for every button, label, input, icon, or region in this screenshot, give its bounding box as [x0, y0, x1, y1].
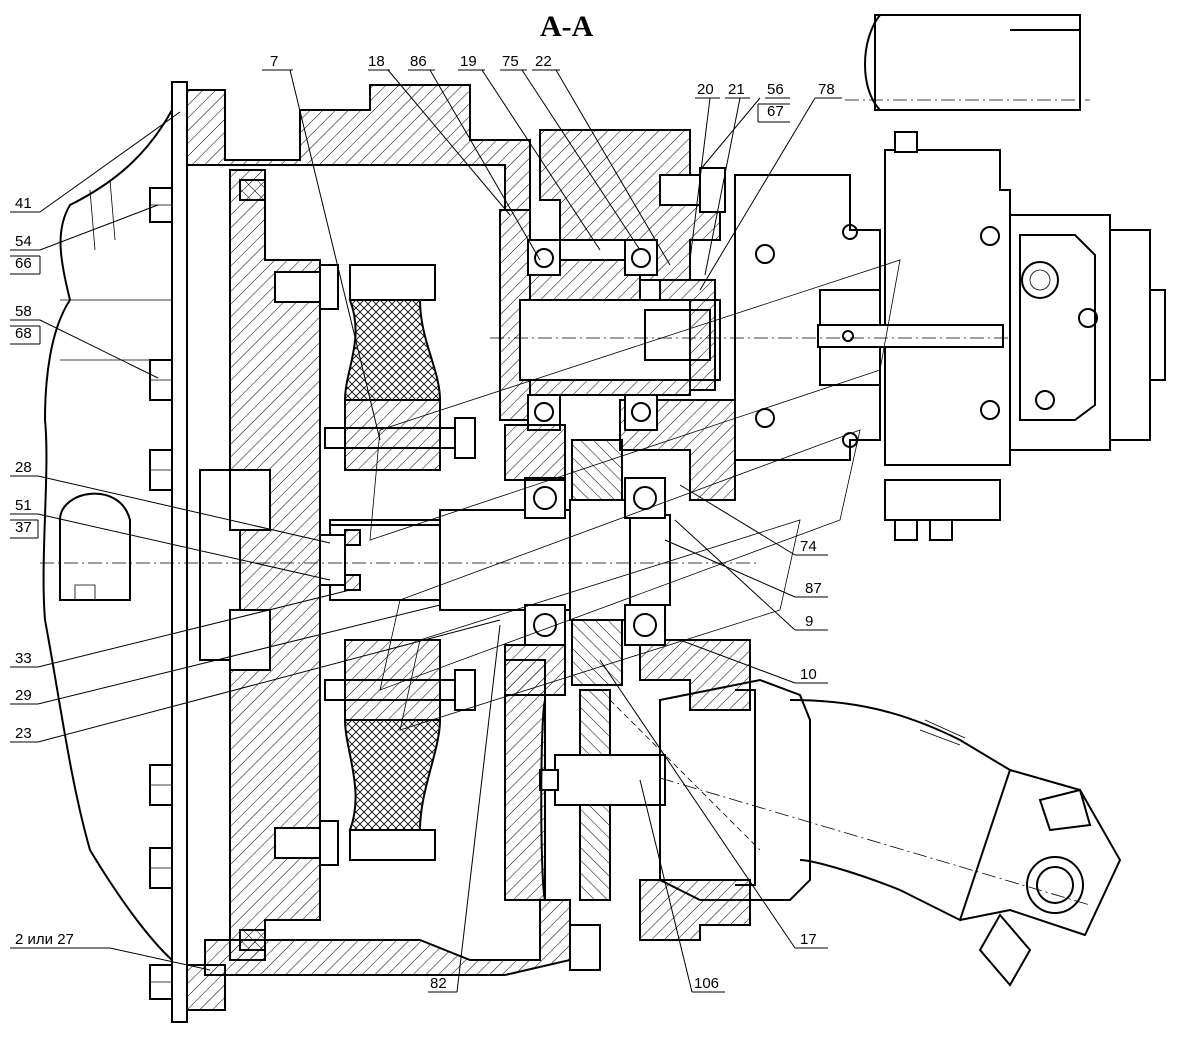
callout-22: 22	[535, 53, 552, 70]
flywheel	[199, 169, 321, 961]
callout-21: 21	[728, 81, 745, 98]
elastic-element	[343, 264, 442, 861]
callout-75: 75	[502, 53, 519, 70]
callout-51: 51	[15, 497, 32, 514]
centerlines	[40, 99, 1091, 906]
upper-shaft	[519, 167, 726, 391]
callout-17: 17	[800, 931, 817, 948]
callout-54: 54	[15, 233, 32, 250]
middle-gear	[504, 424, 623, 696]
callout-28: 28	[15, 459, 32, 476]
callout-29: 29	[15, 687, 32, 704]
flange-bolts	[149, 187, 173, 1000]
callout-9: 9	[805, 613, 813, 630]
lower-pump	[659, 678, 1122, 987]
section-plane-lines	[369, 259, 901, 731]
callout-106: 106	[694, 975, 719, 992]
callout-56: 56	[767, 81, 784, 98]
main-shaft	[319, 499, 671, 621]
engine-housing-outline	[42, 109, 173, 961]
callout-66: 66	[15, 255, 32, 272]
callout-41: 41	[15, 195, 32, 212]
callout-23: 23	[15, 725, 32, 742]
callout-68: 68	[15, 325, 32, 342]
lower-gear	[539, 689, 666, 971]
callout-58: 58	[15, 303, 32, 320]
callout-78: 78	[818, 81, 835, 98]
callout-67: 67	[767, 103, 784, 120]
callout-18: 18	[368, 53, 385, 70]
callout-87: 87	[805, 580, 822, 597]
callout-2-or-27: 2 или 27	[15, 931, 74, 948]
upper-pump	[734, 14, 1166, 541]
callout-boxes	[10, 103, 790, 539]
leader-lines	[10, 69, 842, 993]
section-title: A-A	[540, 10, 594, 43]
callout-20: 20	[697, 81, 714, 98]
callout-7: 7	[270, 53, 278, 70]
callout-33: 33	[15, 650, 32, 667]
callout-10: 10	[800, 666, 817, 683]
callout-19: 19	[460, 53, 477, 70]
callout-labels: 7 18 86 19 75 22 20 21 56 67 78 41 54 66…	[15, 53, 835, 992]
callout-74: 74	[800, 538, 817, 555]
callout-82: 82	[430, 975, 447, 992]
callout-37: 37	[15, 519, 32, 536]
callout-86: 86	[410, 53, 427, 70]
flange-plate	[171, 81, 571, 1023]
